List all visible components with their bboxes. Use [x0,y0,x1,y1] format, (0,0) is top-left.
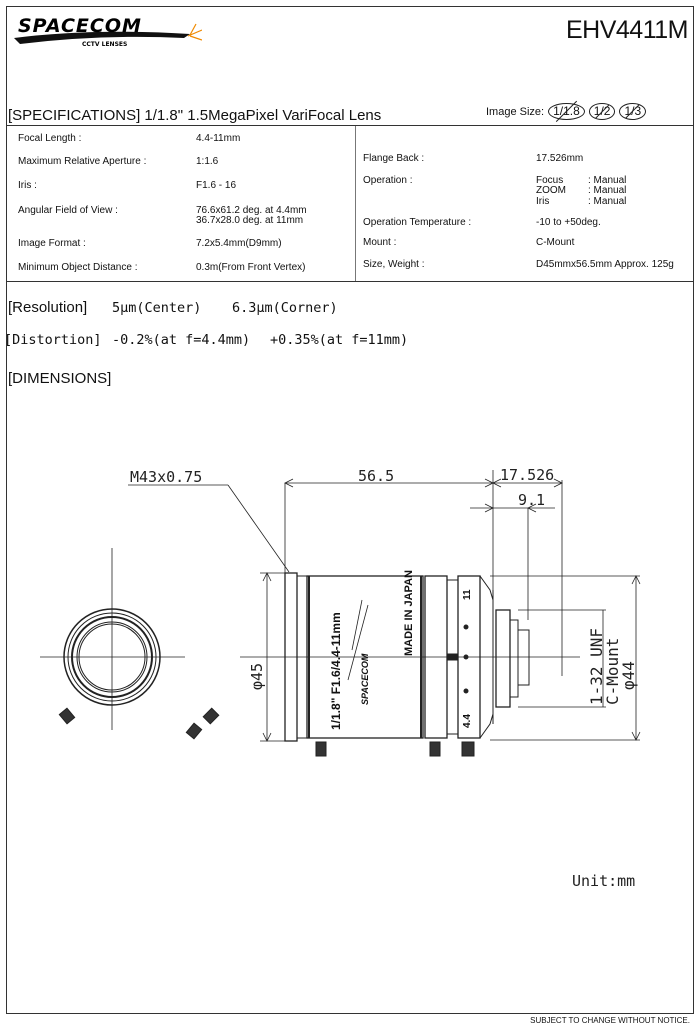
divider [6,125,694,126]
spec-label: Maximum Relative Aperture : [18,156,147,167]
spec-label: Iris : [18,180,37,191]
spacecom-logo: SPACECOM CCTV LENSES [12,14,203,53]
footer-notice: SUBJECT TO CHANGE WITHOUT NOTICE. [530,1016,690,1025]
page-border [6,6,694,1014]
spec-value: 7.2x5.4mm(D9mm) [196,238,282,249]
spec-value: 36.7x28.0 deg. at 11mm [196,215,304,226]
spec-label: Focal Length : [18,133,82,144]
image-size-option: 1/2 [588,103,616,120]
spec-label: Operation : [363,175,413,186]
resolution-label: [Resolution] [8,299,88,316]
spec-value: 76.6x61.2 deg. at 4.4mm [196,205,307,216]
operation-value: : Manual [588,175,627,186]
divider [6,281,694,282]
spec-value: F1.6 - 16 [196,180,237,191]
operation-name: ZOOM [536,185,566,196]
operation-name: Iris [536,196,550,207]
divider [355,126,356,281]
spec-value: C-Mount [536,237,575,248]
svg-text:SPACECOM: SPACECOM [18,15,142,37]
spec-label: Mount : [363,237,397,248]
model-number: EHV4411M [566,16,689,44]
resolution-corner: 6.3μm(Corner) [232,300,338,316]
spec-value: 1:1.6 [196,156,219,167]
distortion-wide: -0.2%(at f=4.4mm) [112,332,251,348]
image-size-label: Image Size: [486,105,545,118]
spec-value: 0.3m(From Front Vertex) [196,262,306,273]
spec-label: Size, Weight : [363,259,425,270]
svg-text:CCTV LENSES: CCTV LENSES [82,41,127,48]
operation-name: Focus [536,175,564,186]
logo-mark: SPACECOM CCTV LENSES [14,15,203,48]
spec-label: Flange Back : [363,153,425,164]
specifications-title: [SPECIFICATIONS] 1/1.8" 1.5MegaPixel Var… [8,107,382,124]
image-size-option: 1/1.8 [548,103,585,120]
spec-value: 17.526mm [536,153,584,164]
spec-label: Operation Temperature : [363,217,472,228]
image-size-option: 1/3 [619,103,647,120]
spec-label: Minimum Object Distance : [18,262,138,273]
dimensions-label: [DIMENSIONS] [8,370,112,387]
spec-value: 4.4-11mm [196,133,241,144]
spec-value: D45mmx56.5mm Approx. 125g [536,259,674,270]
resolution-center: 5μm(Center) [112,300,202,316]
operation-value: : Manual [588,196,627,207]
distortion-tele: +0.35%(at f=11mm) [270,332,409,348]
spec-label: Image Format : [18,238,86,249]
distortion-label: [Distortion] [4,332,102,348]
spec-value: -10 to +50deg. [536,217,601,228]
image-size: Image Size: 1/1.8 1/2 1/3 [486,103,647,120]
spec-label: Angular Field of View : [18,205,118,216]
operation-value: : Manual [588,185,627,196]
